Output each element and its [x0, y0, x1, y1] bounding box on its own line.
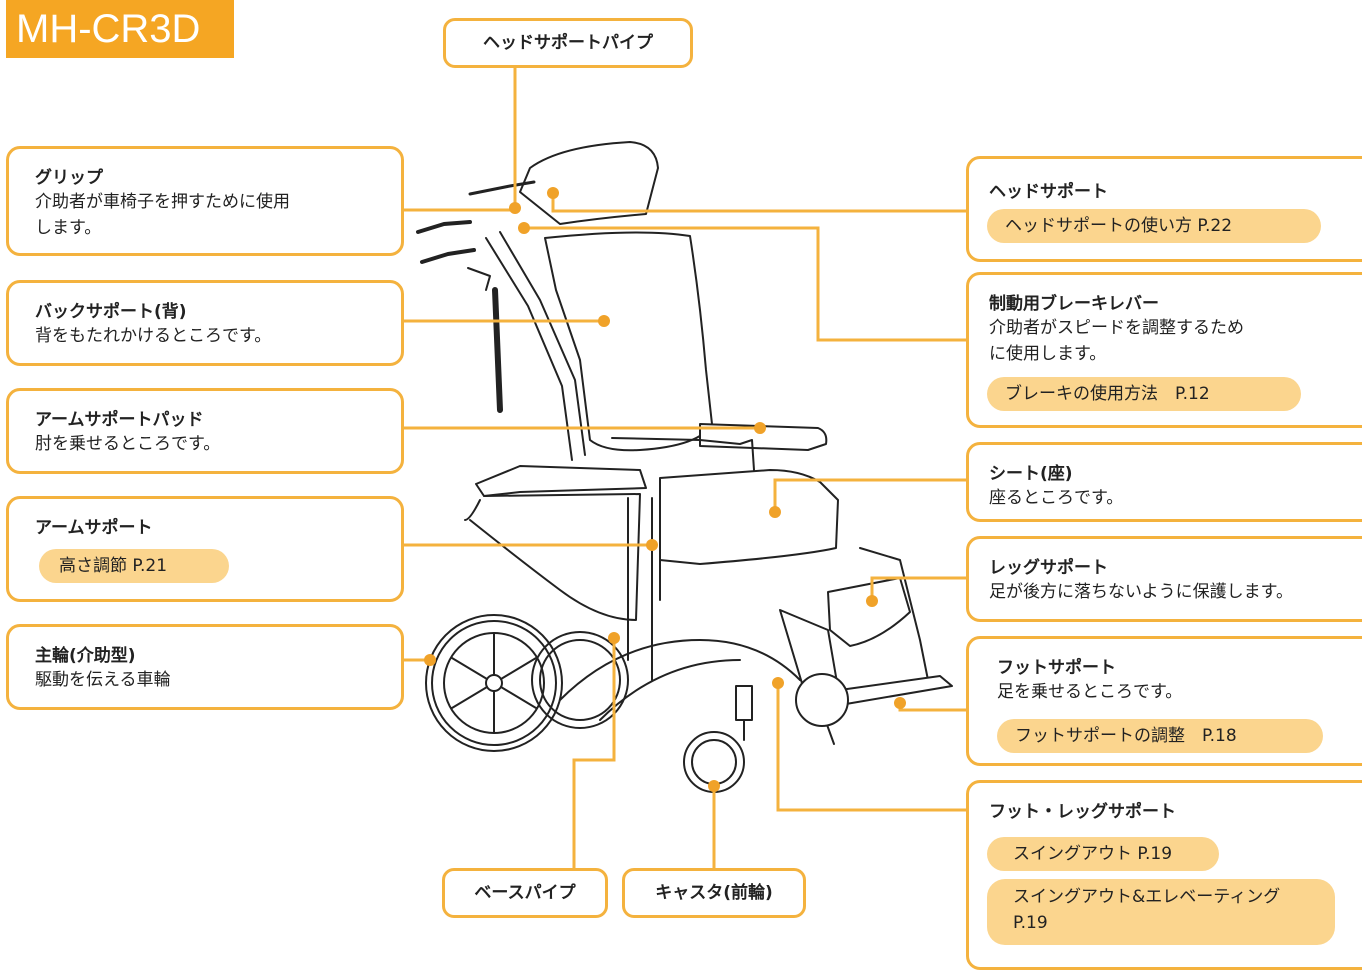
main-wheel-desc: 駆動を伝える車輪: [35, 670, 171, 690]
brake-lever-title: 制動用ブレーキレバー: [989, 294, 1159, 314]
foot-leg-support-title: フット・レッグサポート: [989, 802, 1176, 822]
caster-label: キャスタ(前輪): [622, 868, 806, 918]
grip-title: グリップ: [35, 168, 103, 188]
base-pipe-label: ベースパイプ: [442, 868, 608, 918]
leader-lines: [402, 68, 970, 878]
head-support-title: ヘッドサポート: [989, 182, 1108, 202]
arm-support-callout: アームサポート 高さ調節 P.21: [6, 496, 404, 602]
grip-callout: グリップ 介助者が車椅子を押すために使用 します。: [6, 146, 404, 256]
arm-pad-title: アームサポートパッド: [35, 410, 204, 430]
wheelchair-illustration: [416, 141, 953, 793]
head-support-usage-pill[interactable]: ヘッドサポートの使い方 P.22: [987, 209, 1321, 243]
grip-desc-line1: 介助者が車椅子を押すために使用: [35, 192, 290, 212]
foot-support-desc: 足を乗せるところです。: [997, 682, 1183, 702]
seat-shape: [659, 469, 839, 565]
swing-out-elevating-pill[interactable]: スイングアウト&エレベーティング P.19: [987, 879, 1335, 945]
seat-callout: シート(座) 座るところです。: [966, 442, 1362, 522]
main-wheel-title: 主輪(介助型): [35, 646, 136, 666]
seat-title: シート(座): [989, 464, 1073, 484]
left-arm-pad-shape: [475, 465, 647, 497]
main-wheel-tire: [425, 614, 563, 752]
brake-lever-desc-line2: に使用します。: [989, 344, 1107, 364]
leg-support-desc: 足が後方に落ちないように保護します。: [989, 582, 1293, 602]
model-title: MH-CR3D: [6, 0, 234, 58]
main-wheel-callout: 主輪(介助型) 駆動を伝える車輪: [6, 624, 404, 710]
arm-pad-callout: アームサポートパッド 肘を乗せるところです。: [6, 388, 404, 474]
leg-support-shape: [827, 577, 911, 647]
foot-leg-support-callout: フット・レッグサポート スイングアウト P.19 スイングアウト&エレベーティン…: [966, 780, 1362, 970]
brake-lever-callout: 制動用ブレーキレバー 介助者がスピードを調整するため に使用します。 ブレーキの…: [966, 272, 1362, 428]
swing-out-elevating-line2: P.19: [1013, 913, 1048, 933]
back-support-desc: 背をもたれかけるところです。: [35, 326, 272, 346]
head-support-callout: ヘッドサポート ヘッドサポートの使い方 P.22: [966, 156, 1362, 262]
leader-dots: [424, 187, 906, 792]
foot-support-callout: フットサポート 足を乗せるところです。 フットサポートの調整 P.18: [966, 636, 1362, 766]
grip-desc-line2: します。: [35, 218, 102, 238]
back-support-shape: [544, 231, 713, 452]
back-support-title: バックサポート(背): [35, 302, 187, 322]
leg-support-title: レッグサポート: [989, 558, 1108, 578]
head-support-pipe-label: ヘッドサポートパイプ: [443, 18, 693, 68]
back-support-callout: バックサポート(背) 背をもたれかけるところです。: [6, 280, 404, 366]
brake-lever-desc-line1: 介助者がスピードを調整するため: [989, 318, 1244, 338]
arm-pad-desc: 肘を乗せるところです。: [35, 434, 221, 454]
height-adjust-pill[interactable]: 高さ調節 P.21: [39, 549, 229, 583]
foot-support-title: フットサポート: [997, 658, 1116, 678]
brake-usage-pill[interactable]: ブレーキの使用方法 P.12: [987, 377, 1301, 411]
seat-desc: 座るところです。: [989, 488, 1124, 508]
swing-out-pill[interactable]: スイングアウト P.19: [987, 837, 1219, 871]
foot-support-adjust-pill[interactable]: フットサポートの調整 P.18: [997, 719, 1323, 753]
swing-out-elevating-line1: スイングアウト&エレベーティング: [1013, 887, 1281, 907]
arm-support-title: アームサポート: [35, 518, 153, 538]
leg-support-callout: レッグサポート 足が後方に落ちないように保護します。: [966, 536, 1362, 622]
